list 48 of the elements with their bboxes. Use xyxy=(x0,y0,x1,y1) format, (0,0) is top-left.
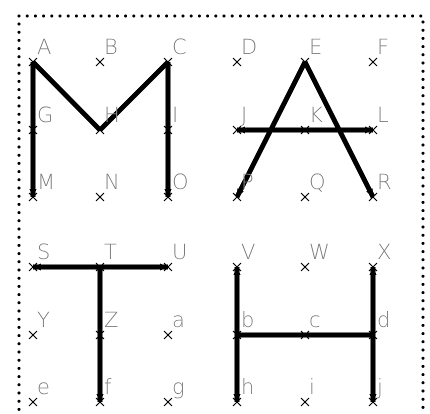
point-label: W xyxy=(309,240,330,264)
stroke-arrow xyxy=(369,266,377,335)
point-label: G xyxy=(37,103,54,127)
point-label: S xyxy=(37,240,50,264)
point-label: I xyxy=(172,103,178,127)
point-label: V xyxy=(241,240,256,264)
point-label: i xyxy=(309,375,315,399)
point-label: d xyxy=(377,308,390,332)
point-label: C xyxy=(172,35,187,59)
point-label: j xyxy=(377,375,383,399)
point-label: H xyxy=(104,103,120,127)
point-label: K xyxy=(309,103,323,127)
stroke-arrow xyxy=(236,126,305,134)
point-label: a xyxy=(172,308,185,332)
point-label: Q xyxy=(309,170,326,194)
point-label: h xyxy=(241,375,254,399)
point-label: L xyxy=(377,103,389,127)
point-label: B xyxy=(104,35,118,59)
point-label: J xyxy=(241,103,248,127)
point-label: R xyxy=(377,170,392,194)
point-label: e xyxy=(37,375,50,399)
point-label: M xyxy=(37,170,56,194)
point-label: b xyxy=(241,308,254,332)
point-label: Z xyxy=(104,308,118,332)
point-label: c xyxy=(309,308,321,332)
stroke-arrow xyxy=(369,335,377,403)
stroke-arrow xyxy=(302,60,376,198)
stroke-arrow xyxy=(233,266,241,335)
stroke-arrow xyxy=(164,130,172,198)
stroke-arrow xyxy=(100,263,169,271)
point-label: f xyxy=(104,375,112,399)
point-label: Y xyxy=(37,308,50,332)
stroke-arrow xyxy=(233,335,241,403)
point-label: U xyxy=(172,240,188,264)
point-label: O xyxy=(172,170,189,194)
stroke-arrow xyxy=(234,60,308,198)
stroke-arrow xyxy=(32,263,100,271)
point-label: g xyxy=(172,375,185,399)
point-label: N xyxy=(104,170,120,194)
point-label: T xyxy=(104,240,117,264)
stroke-arrow xyxy=(29,130,37,198)
point-label: D xyxy=(241,35,258,59)
point-label: X xyxy=(377,240,392,264)
point-label: F xyxy=(377,35,390,59)
stroke-arrow xyxy=(96,335,104,403)
point-label: E xyxy=(309,35,322,59)
point-label: A xyxy=(37,35,52,59)
stroke-arrow xyxy=(305,126,374,134)
